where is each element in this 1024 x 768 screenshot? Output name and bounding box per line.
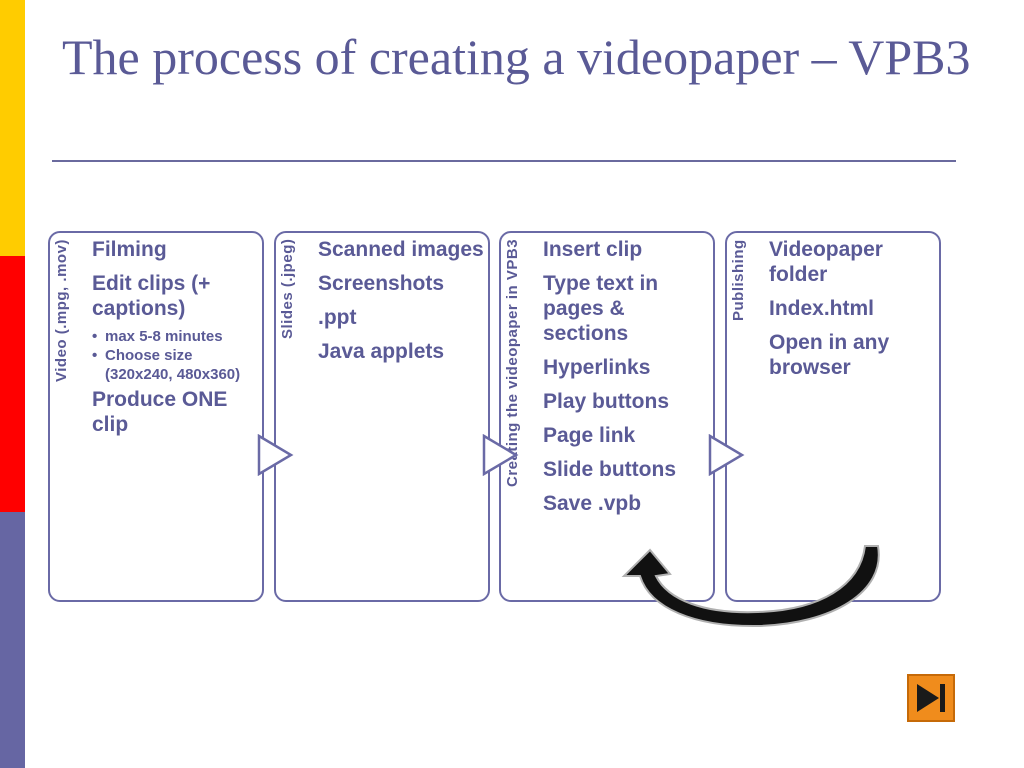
triangle-arrow-icon [482, 434, 519, 476]
process-box-slides: Slides (.jpeg) Scanned images Screenshot… [274, 231, 490, 602]
list-item: Hyperlinks [543, 356, 651, 379]
box-content: Scanned images Screenshots .ppt Java app… [318, 237, 490, 373]
list-item: Page link [543, 424, 636, 447]
box-label: Slides (.jpeg) [279, 239, 296, 340]
bullet-icon: • [92, 328, 98, 345]
next-slide-button[interactable] [907, 674, 955, 722]
list-item: .ppt [318, 306, 357, 329]
triangle-arrow-icon [257, 434, 294, 476]
list-item: Edit clips (+ captions) [92, 272, 211, 320]
side-bar-red [0, 256, 25, 512]
list-item: Insert clip [543, 238, 643, 261]
box-content: Videopaper folder Index.html Open in any… [769, 237, 941, 389]
list-item: Save .vpb [543, 492, 642, 515]
list-item: Java applets [318, 340, 445, 363]
curved-arrow-icon [621, 545, 880, 628]
side-bar-yellow [0, 0, 25, 256]
box-content: Insert clip Type text in pages & section… [543, 237, 715, 525]
list-item: Play buttons [543, 390, 670, 413]
sub-list-item: •max 5-8 minutes [92, 328, 223, 345]
process-box-publishing: Publishing Videopaper folder Index.html … [725, 231, 941, 602]
side-bar-blue [0, 512, 25, 768]
list-item: Open in any browser [769, 331, 890, 379]
list-item: Scanned images [318, 238, 484, 261]
process-box-creating: Creating the videopaper in VPB3 Insert c… [499, 231, 715, 602]
box-content: Filming Edit clips (+ captions) •max 5-8… [92, 237, 264, 446]
bullet-icon: • [92, 347, 98, 364]
box-label: Creating the videopaper in VPB3 [504, 239, 521, 488]
process-box-video: Video (.mpg, .mov) Filming Edit clips (+… [48, 231, 264, 602]
triangle-arrow-icon [708, 434, 745, 476]
slide-title: The process of creating a videopaper – V… [62, 29, 971, 85]
box-label: Video (.mpg, .mov) [53, 239, 70, 382]
list-item: Type text in pages & sections [543, 272, 659, 345]
title-divider [52, 160, 956, 162]
list-item: Filming [92, 238, 167, 261]
list-item: Index.html [769, 297, 875, 320]
list-item: Produce ONE clip [92, 388, 228, 436]
sub-list-item: •Choose size (320x240, 480x360) [92, 347, 241, 383]
list-item: Videopaper folder [769, 238, 883, 286]
list-item: Slide buttons [543, 458, 676, 481]
list-item: Screenshots [318, 272, 445, 295]
play-next-icon [917, 684, 945, 712]
